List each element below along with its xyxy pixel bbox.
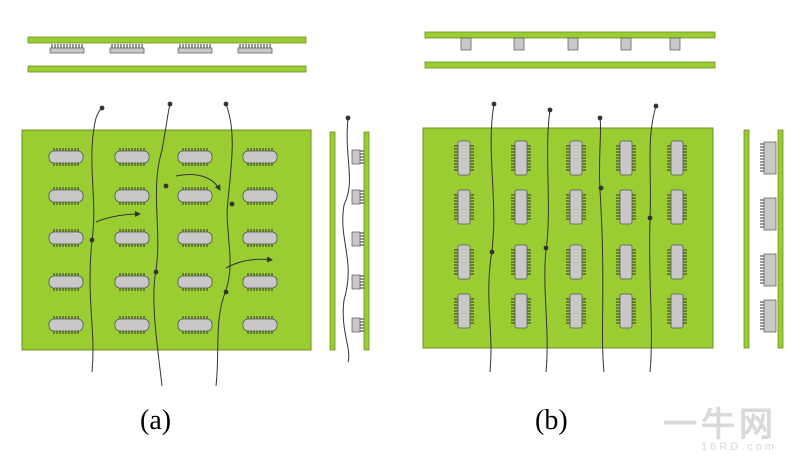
chip [667,244,687,280]
airflow-marker [99,105,105,111]
chip [511,293,531,329]
edge-view-chip [49,44,85,54]
chip [242,187,278,205]
chip [114,316,150,334]
side-view-chip [351,149,364,165]
chip [667,140,687,176]
side-view-plate-left [743,129,750,349]
chip [616,140,636,176]
chip [114,229,150,247]
chip [667,293,687,329]
airflow-marker [167,101,173,107]
chip [616,293,636,329]
chip [177,187,213,205]
diagram-b [422,31,784,373]
edge-view-chip [513,37,525,51]
chip [48,273,84,291]
chip [114,273,150,291]
side-view-plate-right [363,131,370,351]
edge-view-chip [237,44,273,54]
chip [566,140,586,176]
side-view-plate-left [329,131,336,351]
airflow-line [89,107,103,373]
edge-view-chip [177,44,213,54]
airflow-marker [223,289,229,295]
chip [177,273,213,291]
airflow-marker [598,185,604,191]
airflow-marker [547,107,553,113]
chip [511,189,531,225]
caption-b: (b) [535,405,568,436]
chip [177,148,213,166]
chip [242,148,278,166]
chip [511,140,531,176]
side-view-chip [351,231,364,247]
side-view-chip [351,189,364,205]
chip [114,148,150,166]
airflow-marker [489,249,495,255]
side-view-plate-right [777,129,784,349]
airflow-marker [653,103,659,109]
chip [454,244,474,280]
caption-a: (a) [140,405,172,436]
edge-view-plate-bottom [424,61,716,69]
edge-view-chip [109,44,145,54]
side-view-chip [760,253,777,287]
airflow-marker [153,269,159,275]
airflow-marker [89,237,95,243]
chip [667,189,687,225]
airflow-arrow [95,211,141,223]
edge-view-plate-bottom [27,65,307,73]
diagram-a [21,36,370,387]
chip [177,316,213,334]
chip [48,316,84,334]
airflow-marker [223,101,229,107]
chip [616,189,636,225]
edge-view-plate-top [27,36,307,44]
airflow-line [598,117,605,373]
airflow-marker [229,201,235,207]
chip [566,244,586,280]
side-view-chip [760,141,777,175]
airflow-marker [345,115,351,121]
side-view-chip [760,197,777,231]
airflow-marker [647,215,653,221]
airflow-marker [543,245,549,251]
chip [48,148,84,166]
airflow-line [215,103,233,387]
chip [454,140,474,176]
airflow-arrow [175,174,221,191]
side-view-chip [351,317,364,333]
chip [177,229,213,247]
chip [454,189,474,225]
chip [511,244,531,280]
chip [114,187,150,205]
chip [48,229,84,247]
airflow-arrow [225,256,273,269]
watermark: 一牛网 16RD.com [663,408,777,453]
airflow-marker [163,183,169,189]
edge-view-chip [669,37,681,51]
chip [566,293,586,329]
watermark-url: 16RD.com [701,441,777,453]
airflow-marker [491,101,497,107]
airflow-line [342,117,350,363]
airflow-marker [597,115,603,121]
side-view-chip [760,299,777,333]
chip [242,273,278,291]
edge-view-chip [567,37,579,51]
edge-view-chip [460,37,472,51]
chip [616,244,636,280]
chip [454,293,474,329]
chip [566,189,586,225]
watermark-logo: 一牛网 [663,406,777,444]
chip [48,187,84,205]
edge-view-chip [620,37,632,51]
airflow-line [153,103,171,387]
chip [242,229,278,247]
chip [242,316,278,334]
side-view-chip [351,274,364,290]
edge-view-plate-top [424,31,716,39]
